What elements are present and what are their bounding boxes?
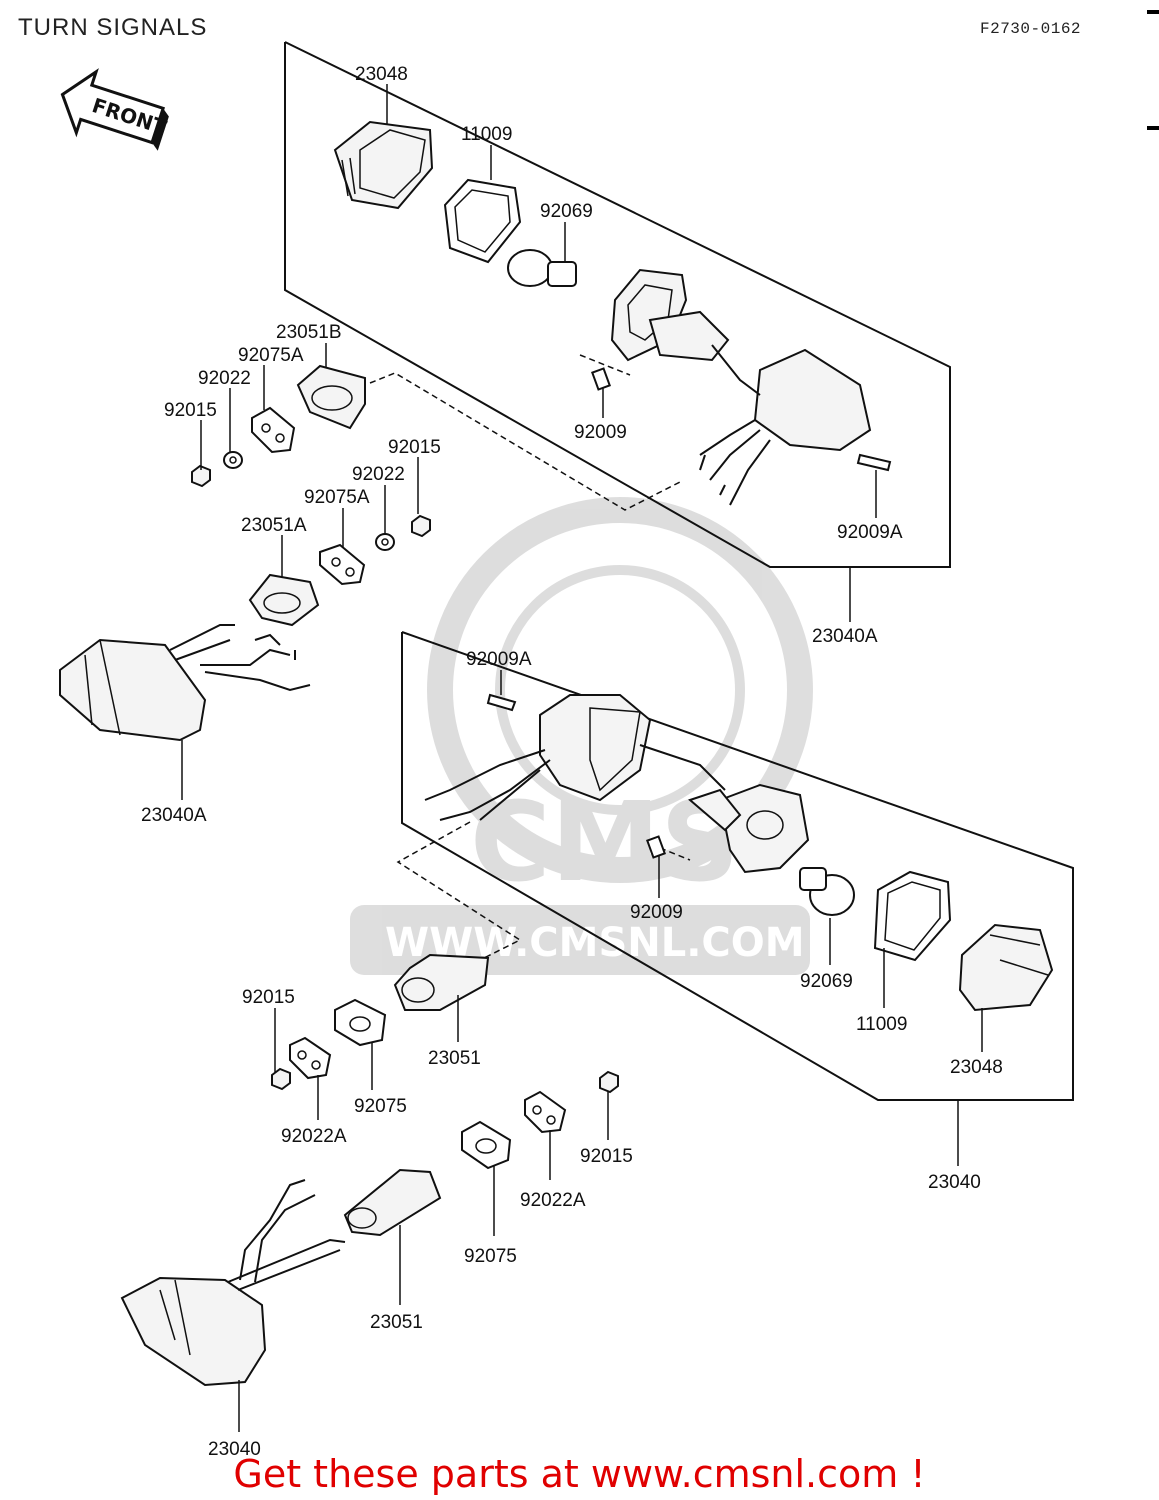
callout-23040-box: 23040	[928, 1172, 981, 1193]
assembly-dashline-92009-top	[579, 354, 631, 376]
assembly-dashline-top	[369, 372, 681, 511]
signal-23040a-left	[59, 624, 311, 742]
housing-top	[610, 268, 872, 506]
washer-92022-mid	[375, 533, 395, 551]
callout-92075a-top: 92075A	[238, 345, 304, 366]
spacer-92022a-right	[524, 1090, 567, 1134]
bulb-92069-top	[507, 249, 577, 287]
assembly-dashline-92009-bottom	[659, 847, 691, 861]
callout-92075a-mid: 92075A	[304, 487, 370, 508]
spacer-92075-low	[461, 1120, 512, 1170]
assembly-dashline-bottom	[396, 821, 522, 961]
callout-92022a-right: 92022A	[520, 1190, 586, 1211]
callout-23051-low: 23051	[370, 1312, 423, 1333]
callout-92069-top: 92069	[540, 201, 593, 222]
spacer-92075a-top	[251, 406, 296, 454]
nut-92015-top	[191, 464, 211, 488]
callout-23040a-box: 23040A	[812, 626, 878, 647]
drawing-code: F2730-0162	[980, 20, 1082, 38]
box-23040a-outline	[284, 41, 951, 568]
edge-mark-bottom	[1147, 126, 1159, 130]
callout-labels: 23048 11009 92069 23051B 92075A 92022 92…	[141, 64, 1003, 1460]
callout-92075-mid: 92075	[354, 1096, 407, 1117]
callout-23040-left: 23040	[208, 1439, 261, 1460]
housing-bottom	[424, 694, 810, 874]
callout-23048-top: 23048	[355, 64, 408, 85]
callout-92009-top: 92009	[574, 422, 627, 443]
lens-23048-bottom	[958, 923, 1054, 1012]
gasket-11009-top	[443, 178, 522, 264]
screw-92009a-bottom	[486, 693, 517, 712]
callout-92009a-top: 92009A	[837, 522, 903, 543]
callout-92022a-left: 92022A	[281, 1126, 347, 1147]
spacer-92075-mid	[334, 998, 387, 1047]
leader-lines	[181, 84, 983, 1432]
callout-23048-bottom: 23048	[950, 1057, 1003, 1078]
spacer-92075a-mid	[319, 543, 366, 586]
page-title: TURN SIGNALS	[18, 14, 208, 41]
spacer-92022a-left	[289, 1036, 332, 1080]
callout-23051a: 23051A	[241, 515, 307, 536]
grommet-23051-mid	[393, 953, 490, 1011]
callout-92075-low: 92075	[464, 1246, 517, 1267]
callout-92015-mid: 92015	[388, 437, 441, 458]
callout-11009-bottom: 11009	[856, 1014, 907, 1035]
front-arrow-icon: FRONT	[60, 68, 170, 151]
gasket-11009-bottom	[873, 870, 952, 962]
grommet-23051-low	[343, 1168, 442, 1237]
footer-cta-link[interactable]: Get these parts at www.cmsnl.com !	[233, 1452, 926, 1496]
callout-92015-top: 92015	[164, 400, 217, 421]
nut-92015-mid	[411, 514, 431, 538]
callout-92009-bottom: 92009	[630, 902, 683, 923]
callout-92069-bottom: 92069	[800, 971, 853, 992]
grommet-23051a	[248, 573, 320, 627]
lens-23048-top	[333, 120, 434, 210]
callout-92015-left: 92015	[242, 987, 295, 1008]
callout-92009a-bottom: 92009A	[466, 649, 532, 670]
grommet-23051b	[296, 364, 366, 430]
callout-11009-top: 11009	[461, 124, 512, 145]
callout-23051b: 23051B	[276, 322, 342, 343]
callout-23051-mid: 23051	[428, 1048, 481, 1069]
callout-23040a-left: 23040A	[141, 805, 207, 826]
nut-92015-left	[271, 1067, 291, 1091]
callout-92015-right: 92015	[580, 1146, 633, 1167]
nut-92015-right	[599, 1070, 619, 1094]
signal-23040-left	[120, 1179, 346, 1387]
screw-92009a-top	[856, 453, 892, 472]
bulb-92069-bottom	[799, 867, 855, 916]
callout-92022-top: 92022	[198, 368, 251, 389]
edge-mark-top	[1147, 10, 1159, 14]
screw-92009-top	[591, 367, 611, 391]
washer-92022-top	[223, 451, 243, 469]
callout-92022-mid: 92022	[352, 464, 405, 485]
box-23040-outline	[401, 631, 1074, 1101]
